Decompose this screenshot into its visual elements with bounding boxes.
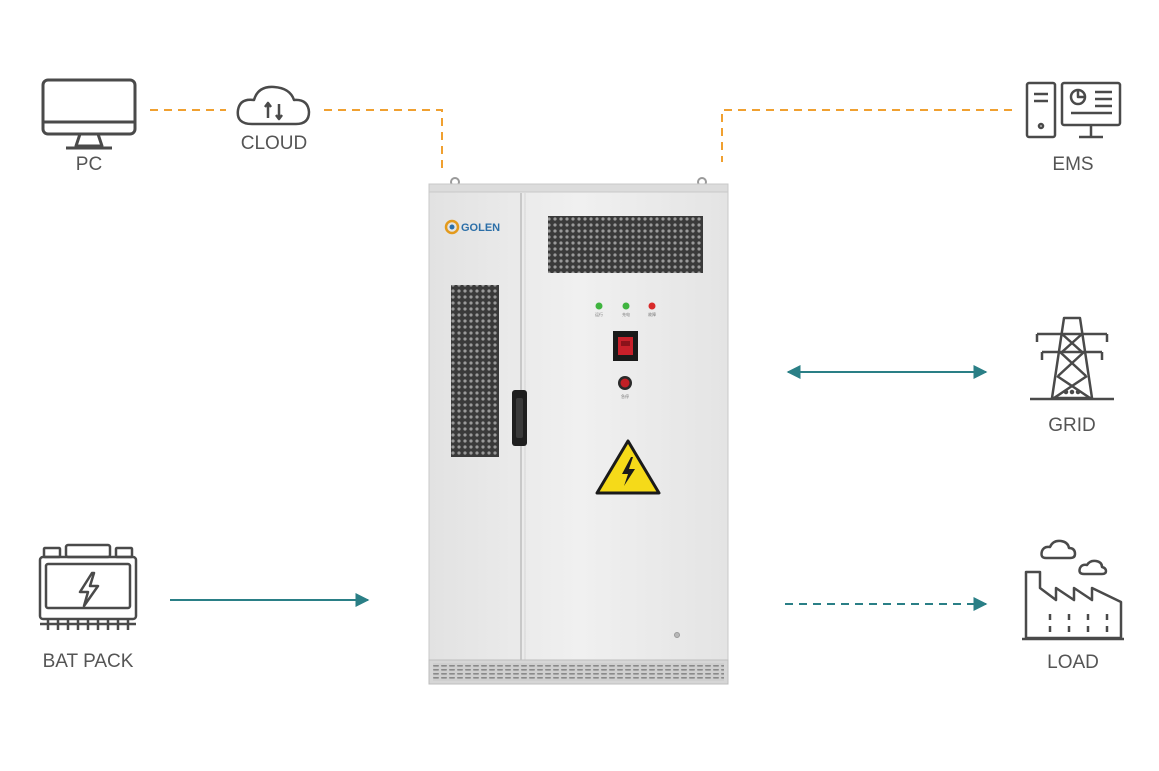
monitor-icon [41,78,137,150]
cloud-label: CLOUD [241,133,308,154]
grid-label: GRID [1048,415,1096,436]
indicator-run: 运行 [595,302,603,317]
cloud-cabinet-link [324,109,443,168]
indicator-charge: 充电 [622,302,630,317]
ems-label: EMS [1052,154,1093,175]
door-handle [512,390,527,446]
server-dashboard-icon [1025,81,1122,139]
high-voltage-warning-icon [595,439,661,495]
cloud-sync-icon [236,85,311,126]
emergency-stop-button: 急停 [618,376,632,399]
top-vent [548,216,703,273]
svg-text:运行: 运行 [595,311,603,317]
brand-name: GOLEN [461,222,500,234]
indicator-lights: 运行 充电 故障 [595,302,656,317]
bat-pack-label: BAT PACK [43,651,134,672]
brand-logo: GOLEN [444,219,500,235]
factory-icon [1022,539,1124,641]
svg-text:充电: 充电 [622,311,630,317]
power-tower-icon [1030,316,1114,401]
indicator-fault: 故障 [648,302,656,317]
power-switch [613,331,638,361]
storage-cabinet: GOLEN 运行 充电 故障 [428,177,729,685]
side-vent [451,285,499,457]
battery-icon [38,543,138,630]
svg-text:故障: 故障 [648,311,656,317]
base-vent [433,663,724,681]
pc-label: PC [76,154,102,175]
ems-cabinet-link [721,109,1012,162]
load-label: LOAD [1047,652,1099,673]
svg-text:急停: 急停 [621,393,629,399]
door-lock [674,632,680,638]
